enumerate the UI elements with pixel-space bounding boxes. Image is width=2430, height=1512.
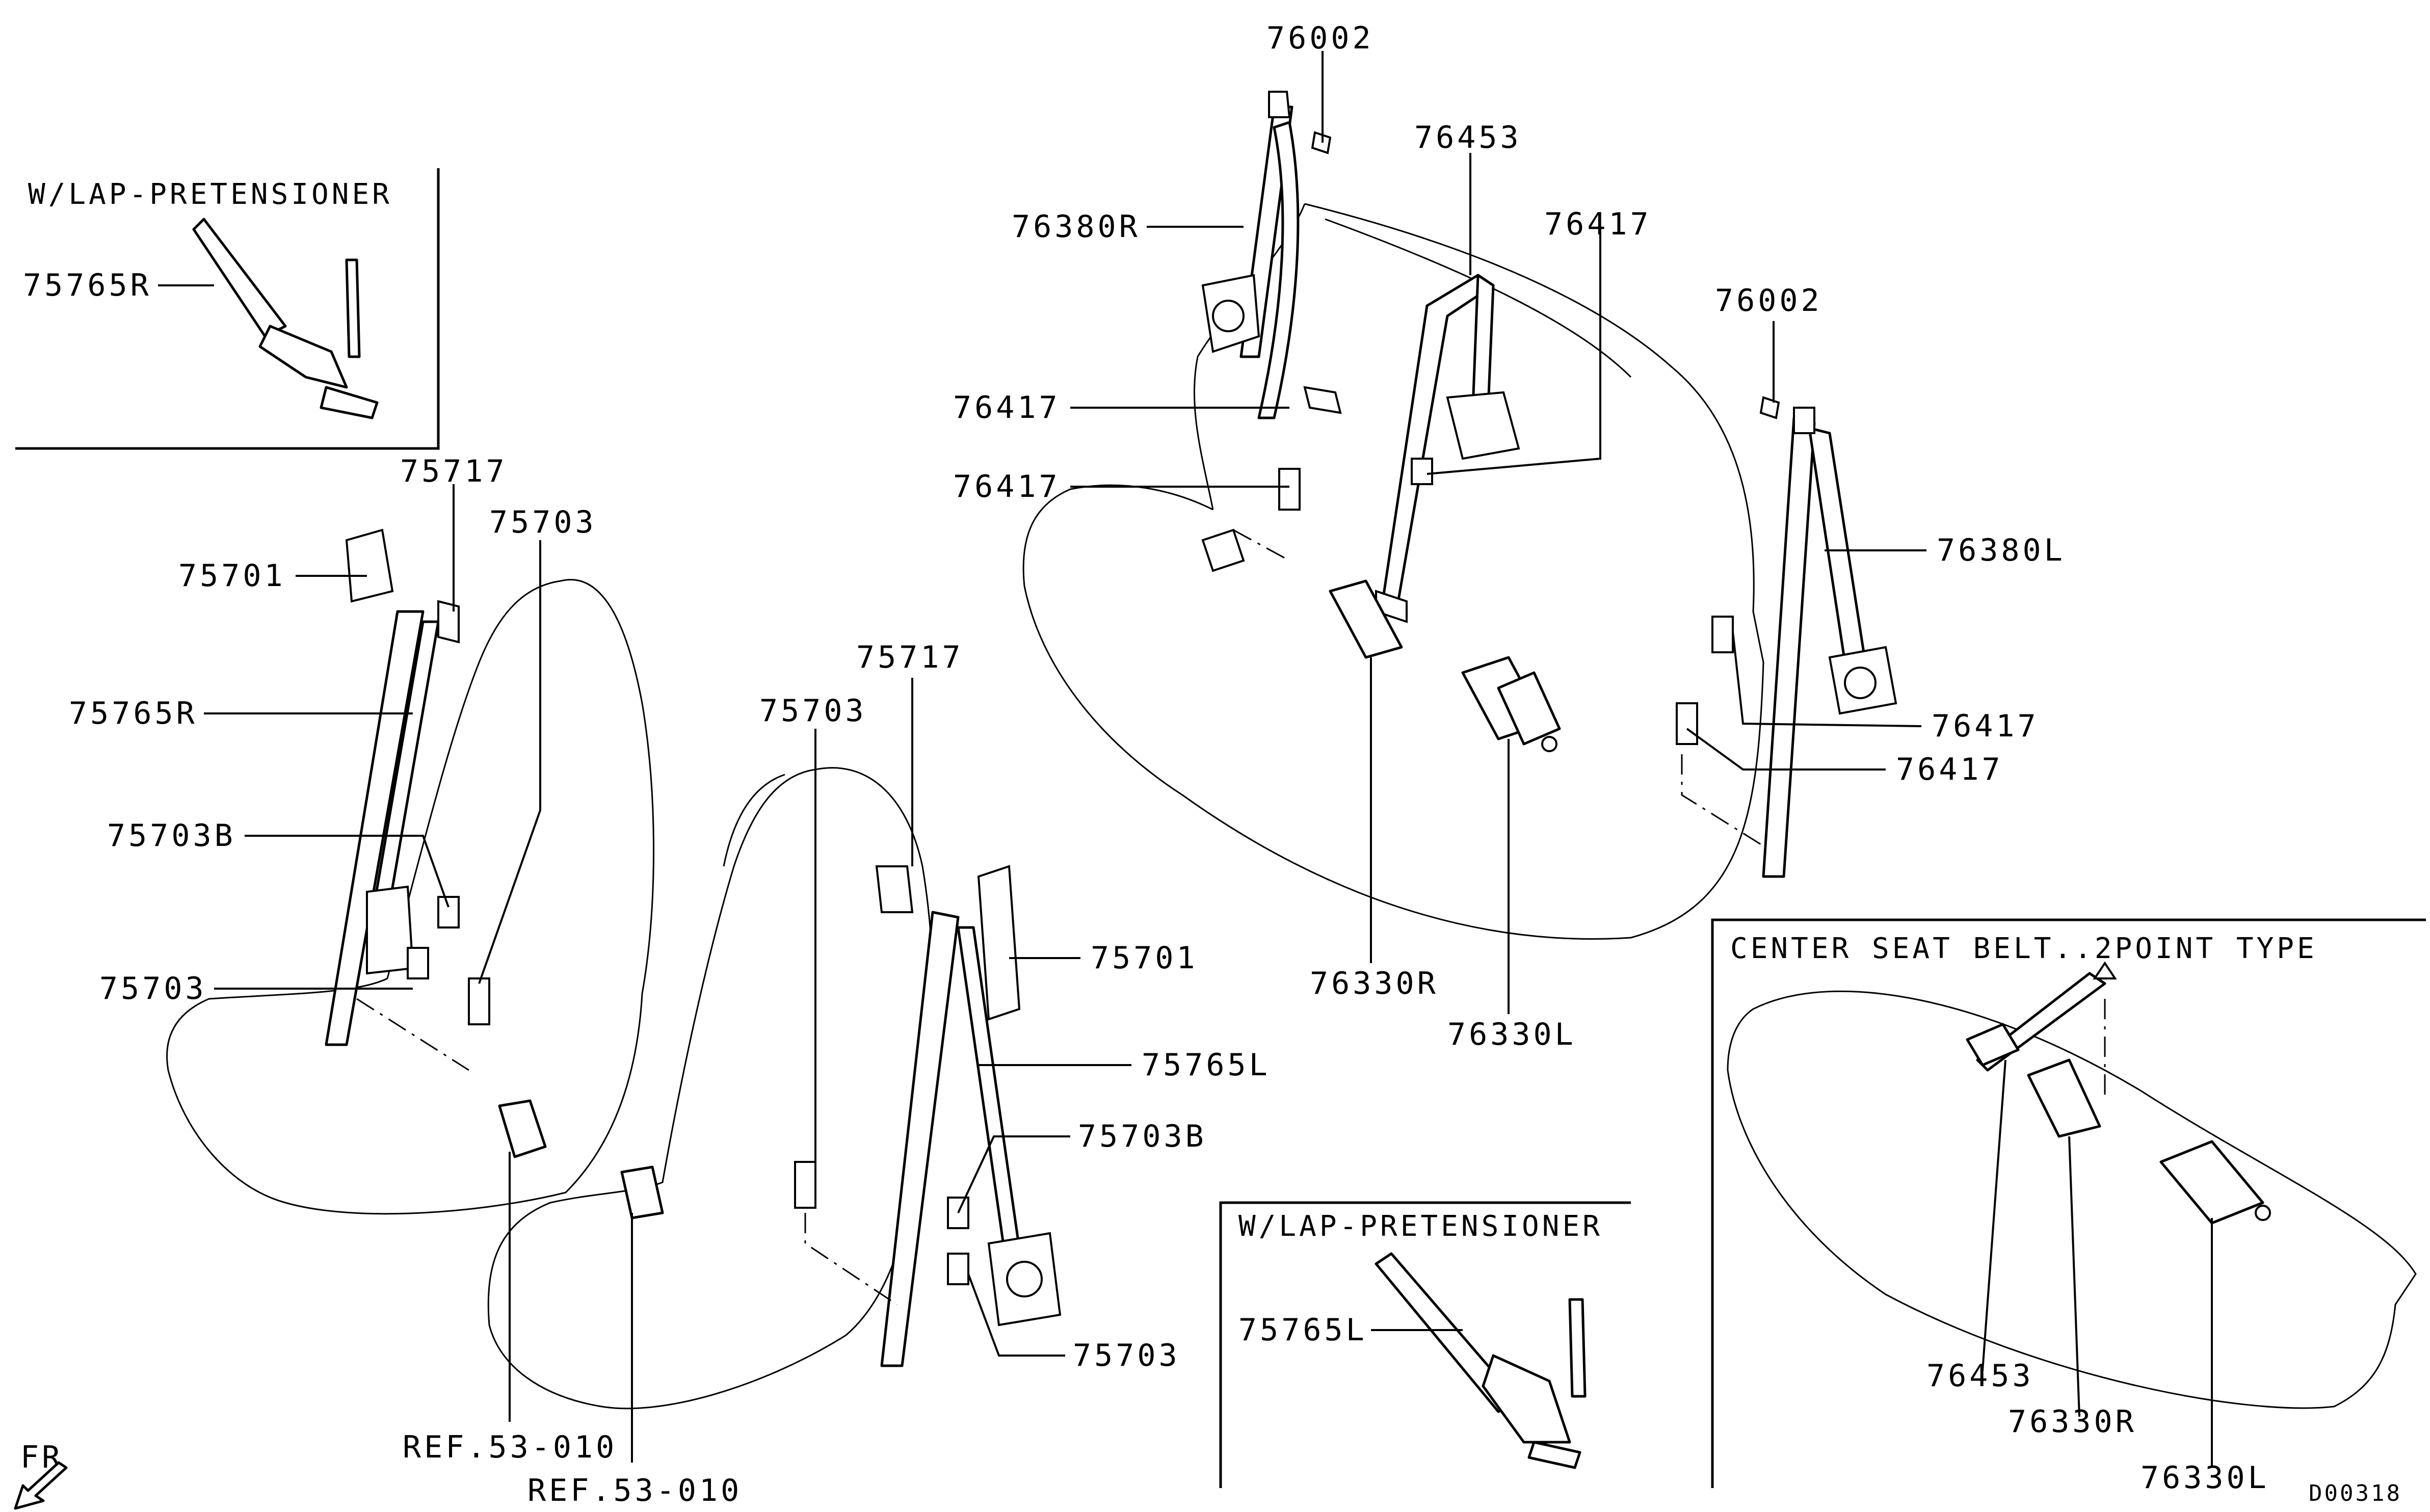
- inset-box-center-seat-belt: CENTER SEAT BELT..2POINT TYPE: [1711, 918, 2426, 1488]
- part-label-76417: 76417: [953, 390, 1061, 426]
- part-label-ref-53-010: REF.53-010: [403, 1429, 617, 1465]
- part-label-76002: 76002: [1715, 283, 1822, 319]
- part-label-76417: 76417: [1896, 752, 2003, 787]
- front-arrow-icon: [14, 1461, 68, 1510]
- pretensioner-left-illustration: [1375, 1252, 1587, 1469]
- part-label-76330L: 76330L: [1447, 1017, 1576, 1052]
- part-label-76330R: 76330R: [1310, 966, 1439, 1001]
- rear-center-belt-assembly: [1329, 274, 1520, 659]
- part-label-75765L-inset: 75765L: [1238, 1312, 1367, 1348]
- part-labels: 76002 76453 76380R 76417 76417 76417 760…: [23, 20, 2269, 1508]
- part-label-76453: 76453: [1414, 120, 1522, 155]
- front-right-belt-assembly: [325, 528, 490, 1071]
- part-label-75703: 75703: [1073, 1338, 1180, 1373]
- front-direction-indicator: FR: [14, 1440, 68, 1510]
- part-label-76380L: 76380L: [1937, 533, 2066, 568]
- part-label-76002: 76002: [1266, 20, 1374, 56]
- center-seat-cushion-outline: [1727, 990, 2417, 1409]
- inset-title-center-seat-belt: CENTER SEAT BELT..2POINT TYPE: [1730, 932, 2317, 965]
- part-label-76417: 76417: [953, 469, 1061, 505]
- part-label-75703: 75703: [759, 693, 867, 729]
- inset-title-lap-pretensioner-left: W/LAP-PRETENSIONER: [1238, 1210, 1603, 1243]
- drawing-reference-code: D00318: [2309, 1480, 2402, 1506]
- part-label-75765L: 75765L: [1142, 1047, 1271, 1083]
- rear-left-belt-assembly: [1676, 396, 1897, 878]
- center-lap-belt-illustration: [1966, 961, 2271, 1225]
- part-label-75703B: 75703B: [1078, 1119, 1207, 1154]
- part-label-75765R: 75765R: [69, 696, 198, 731]
- front-right-seat-outline: [166, 579, 654, 1215]
- part-label-75701: 75701: [178, 558, 286, 594]
- part-label-76453-center: 76453: [1926, 1358, 2034, 1394]
- part-label-76330L-center: 76330L: [2141, 1460, 2269, 1496]
- seat-rail-handle-left: [620, 1165, 664, 1219]
- pretensioner-right-illustration: [192, 218, 379, 419]
- front-left-seat-outline: [487, 767, 934, 1410]
- rear-right-belt-assembly: [1201, 91, 1342, 572]
- inset-box-lap-pretensioner-left: W/LAP-PRETENSIONER: [1219, 1201, 1631, 1488]
- part-label-75703B: 75703B: [107, 818, 236, 854]
- inset-title-lap-pretensioner-right: W/LAP-PRETENSIONER: [28, 178, 392, 211]
- front-left-belt-assembly: [794, 865, 1062, 1367]
- seat-rail-handle-right: [498, 1099, 547, 1158]
- inset-box-lap-pretensioner-right: W/LAP-PRETENSIONER: [15, 168, 440, 450]
- part-label-75703: 75703: [99, 971, 207, 1006]
- part-label-75703: 75703: [489, 505, 597, 540]
- rear-buckle-76330L: [1461, 656, 1561, 752]
- part-label-75717: 75717: [400, 454, 508, 489]
- part-label-76330R-center: 76330R: [2008, 1404, 2137, 1440]
- part-label-76417: 76417: [1544, 206, 1652, 242]
- part-label-ref-53-010: REF.53-010: [527, 1473, 742, 1508]
- part-label-76380R: 76380R: [1012, 209, 1141, 245]
- leader-lines: [158, 51, 1926, 1463]
- part-label-75717: 75717: [856, 640, 964, 675]
- part-label-76417: 76417: [1932, 708, 2039, 744]
- part-label-75765R-inset: 75765R: [23, 268, 152, 303]
- part-label-75701: 75701: [1091, 940, 1198, 976]
- rear-seat-outline: [1022, 203, 1764, 940]
